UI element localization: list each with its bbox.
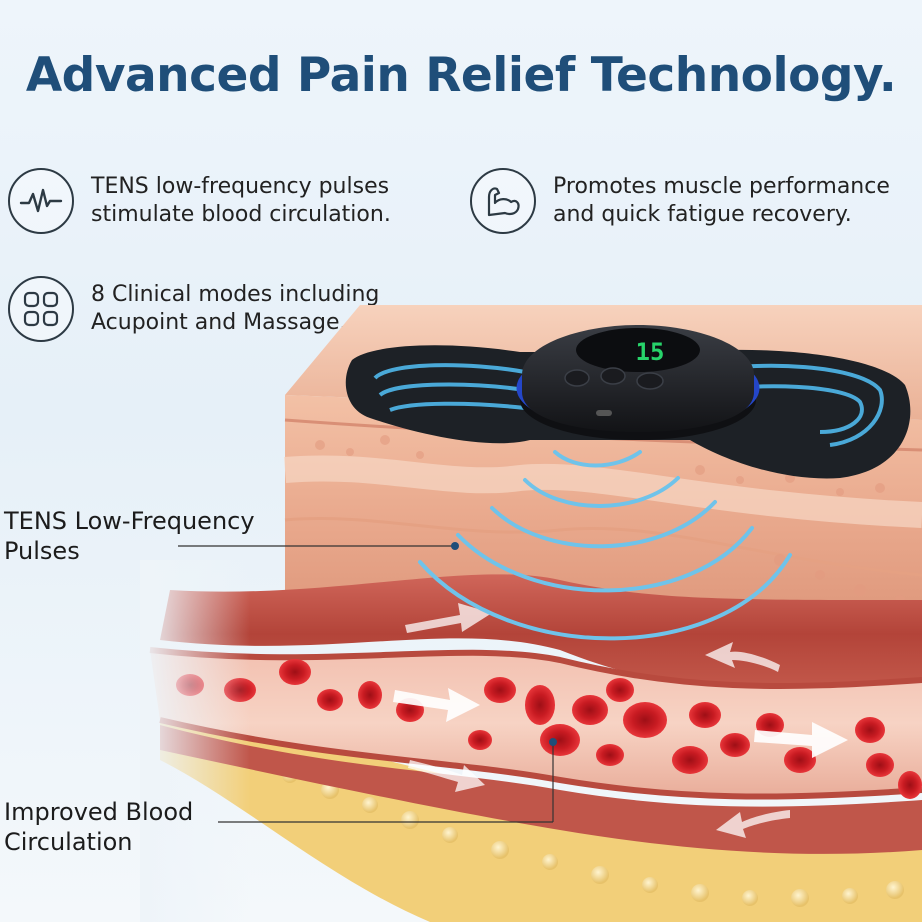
usb-port-icon xyxy=(596,410,612,416)
feature-text-line: 8 Clinical modes including xyxy=(91,282,380,307)
feature-text-line: TENS low-frequency pulses xyxy=(91,174,390,199)
four-squares-modes-icon xyxy=(8,276,74,342)
device-display xyxy=(576,328,700,372)
device-button[interactable] xyxy=(636,372,664,390)
feature-text-line: Acupoint and Massage. xyxy=(91,310,347,335)
feature-text-line: Promotes muscle performance xyxy=(553,174,890,199)
callout-text-line: Pulses xyxy=(4,537,80,565)
page-title: Advanced Pain Relief Technology. xyxy=(25,48,897,103)
callout-pulses: TENS Low-Frequency Pulses xyxy=(4,506,255,566)
callout-blood: Improved Blood Circulation xyxy=(4,797,193,857)
flow-arrows xyxy=(393,603,848,838)
feature-muscle-recovery: Promotes muscle performance and quick fa… xyxy=(470,168,890,234)
feature-text-line: stimulate blood circulation. xyxy=(91,202,391,227)
pulse-waveform-icon xyxy=(8,168,74,234)
feature-text-line: and quick fatigue recovery. xyxy=(553,202,852,227)
feature-blood-circulation: TENS low-frequency pulses stimulate bloo… xyxy=(8,168,391,234)
pulse-waves xyxy=(418,450,792,641)
device-button[interactable] xyxy=(600,367,626,385)
device-buttons xyxy=(564,367,664,390)
callout-text-line: TENS Low-Frequency xyxy=(4,507,255,535)
feature-clinical-modes: 8 Clinical modes including Acupoint and … xyxy=(8,276,379,342)
flexed-arm-muscle-icon xyxy=(470,168,536,234)
callout-text-line: Circulation xyxy=(4,828,133,856)
callout-text-line: Improved Blood xyxy=(4,798,194,826)
pad-electrode-lines xyxy=(373,363,884,447)
device-display-value: 15 xyxy=(636,338,665,366)
device-button[interactable] xyxy=(564,369,590,387)
